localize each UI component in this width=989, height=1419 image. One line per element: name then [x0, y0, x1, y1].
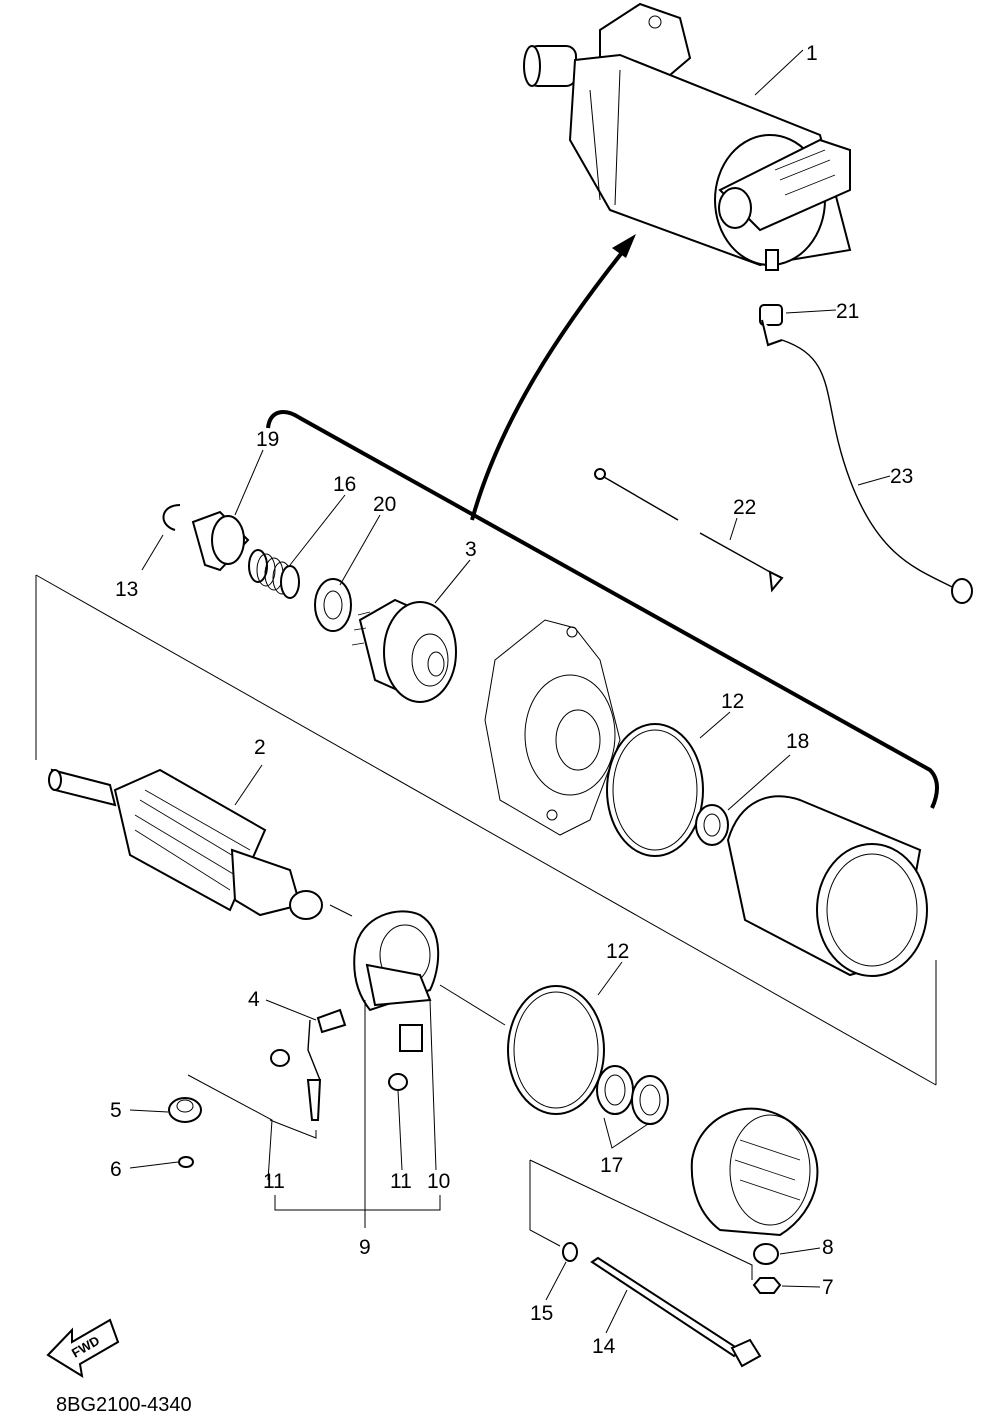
callout-3: 3 [465, 538, 477, 561]
callout-10: 10 [427, 1170, 450, 1193]
lead-wire [781, 339, 959, 591]
frame-line-top [35, 574, 937, 1086]
callout-23: 23 [890, 465, 913, 488]
callout-16: 16 [333, 473, 356, 496]
callout-18: 18 [786, 730, 809, 753]
leader-10 [429, 999, 437, 1171]
yoke-housing [726, 795, 928, 977]
bracket-11-10 [274, 1195, 441, 1211]
callout-8: 8 [822, 1236, 834, 1259]
callout-13: 13 [115, 578, 138, 601]
o-ring-upper [606, 723, 704, 857]
group-line-5-11 [187, 1074, 273, 1181]
front-bracket [484, 619, 621, 836]
rear-cover [690, 1107, 819, 1237]
callout-9: 9 [359, 1236, 371, 1259]
callout-labels: 1 21 23 22 19 16 20 3 13 12 18 2 12 4 5 … [110, 42, 913, 1358]
brush-leads [594, 468, 784, 593]
callout-1: 1 [806, 42, 818, 65]
callout-11b: 11 [390, 1170, 412, 1193]
callout-22: 22 [733, 496, 756, 519]
callout-21: 21 [836, 300, 859, 323]
callout-17: 17 [600, 1154, 623, 1177]
small-washer [178, 1156, 194, 1168]
brush [307, 1008, 347, 1081]
washer-right [388, 1073, 408, 1091]
group-line-brush-plate [439, 984, 506, 1026]
o-ring-lower [507, 985, 605, 1115]
pinion-collar [191, 510, 250, 572]
leader-11b [397, 1089, 403, 1171]
shims [596, 1065, 669, 1125]
callout-19: 19 [256, 428, 279, 451]
brush-screw [306, 1079, 322, 1121]
brush-plate [353, 910, 440, 1012]
group-line-screw [269, 1119, 317, 1139]
through-bolt [590, 1256, 762, 1368]
callout-15: 15 [530, 1302, 553, 1325]
grommet [753, 1243, 779, 1265]
callout-6: 6 [110, 1158, 122, 1181]
brush-holder [399, 1024, 423, 1052]
nut [752, 1277, 782, 1294]
lead-wire-terminal [951, 578, 973, 604]
callout-14: 14 [592, 1335, 616, 1358]
starter-clutch-gear [351, 598, 457, 703]
callout-20: 20 [373, 493, 396, 516]
group-line-7-8 [529, 1159, 753, 1280]
pinion-washer [314, 578, 352, 632]
callout-5: 5 [110, 1099, 122, 1122]
callout-12a: 12 [721, 690, 744, 713]
callout-4: 4 [248, 988, 260, 1011]
washer-left [270, 1049, 290, 1067]
group-line-armature [329, 904, 353, 917]
callout-11a: 11 [263, 1170, 285, 1193]
circlip [162, 504, 181, 531]
diagram-code: 8BG2100-4340 [56, 1394, 192, 1416]
callout-7: 7 [822, 1276, 834, 1299]
thrust-washer [695, 804, 729, 846]
group-line-15 [529, 1160, 561, 1247]
pinion-spring [248, 549, 300, 599]
bolt-washer [562, 1242, 578, 1262]
starter-motor-assembly [523, 2, 852, 271]
bushing [168, 1097, 202, 1123]
terminal-nut [759, 304, 783, 347]
callout-2: 2 [254, 736, 266, 759]
callout-12b: 12 [606, 940, 629, 963]
assembly-arrow [470, 243, 630, 521]
fwd-arrow: FWD [46, 1318, 120, 1379]
group-bracket [266, 410, 939, 809]
armature [48, 768, 323, 920]
leader-lines [129, 49, 891, 1334]
